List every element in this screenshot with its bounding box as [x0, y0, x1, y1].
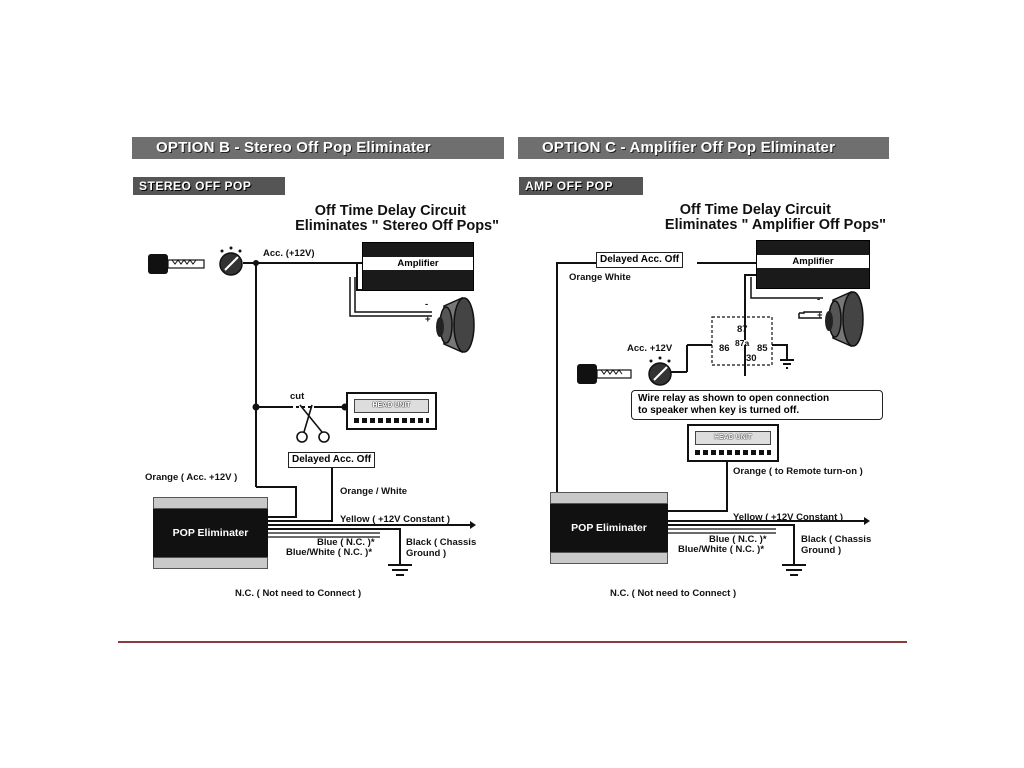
relay-85-label: 85	[757, 343, 768, 354]
relay-note: Wire relay as shown to open connection t…	[631, 390, 883, 420]
amplifier-c: Amplifier	[756, 240, 870, 289]
orange-acc-wire-b	[256, 486, 297, 518]
black-label-c-line1: Black ( Chassis	[801, 534, 872, 545]
yellow-label-c: Yellow ( +12V Constant )	[733, 512, 844, 523]
blue-white-label-c: Blue/White ( N.C. )*	[678, 544, 765, 555]
scissors-icon	[296, 404, 330, 443]
relay-30-label: 30	[746, 353, 757, 364]
relay-87-label: 87	[737, 324, 748, 335]
black-label-b-line1: Black ( Chassis	[406, 537, 477, 548]
relay-note-line1: Wire relay as shown to open connection	[638, 393, 830, 404]
pop-eliminater-top-c	[550, 492, 668, 504]
head-unit-buttons-c	[695, 450, 771, 455]
yellow-label-b: Yellow ( +12V Constant )	[340, 514, 451, 525]
orange-white-label-c: Orange White	[569, 272, 631, 283]
panel-c-title-line2: Eliminates " Amplifier Off Pops"	[664, 217, 886, 233]
panel-b-title-line2: Eliminates " Stereo Off Pops"	[295, 218, 499, 234]
relay-87-wire	[744, 274, 757, 340]
relay-note-line2: to speaker when key is turned off.	[638, 405, 800, 416]
cut-label: cut	[290, 391, 305, 402]
relay-86-label: 86	[719, 343, 730, 354]
orange-remote-wire-c	[668, 450, 728, 512]
orange-acc-label: Orange ( Acc. +12V )	[145, 472, 238, 483]
amplifier-label-b: Amplifier	[363, 257, 473, 270]
acc-label-c: Acc. +12V	[627, 343, 673, 354]
speaker-minus-b: -	[425, 299, 429, 310]
orange-white-wire-b	[268, 468, 333, 522]
orange-remote-label: Orange ( to Remote turn-on )	[733, 466, 863, 477]
bottom-separator	[118, 641, 907, 643]
pop-eliminater-bottom-c	[550, 552, 668, 564]
orange-white-label-b: Orange / White	[340, 486, 408, 497]
pop-eliminater-b: POP Eliminater	[153, 509, 268, 557]
blue-label-c: Blue ( N.C. )*	[709, 534, 767, 545]
head-unit-buttons-b	[354, 418, 429, 423]
acc-label-b: Acc. (+12V)	[263, 248, 315, 259]
amplifier-b: Amplifier	[362, 242, 474, 291]
speaker-plus-b: +	[425, 314, 431, 325]
panel-b-header: OPTION B - Stereo Off Pop Eliminater	[132, 137, 504, 159]
panel-c-header: OPTION C - Amplifier Off Pop Eliminater	[518, 137, 889, 159]
black-wire-b	[268, 528, 401, 565]
black-label-c-line2: Ground )	[801, 545, 842, 556]
black-wire-c	[668, 524, 795, 565]
nc-note-c: N.C. ( Not need to Connect )	[610, 588, 737, 599]
car-key-icon-b	[148, 254, 205, 274]
pop-eliminater-c: POP Eliminater	[550, 504, 668, 552]
panel-b-title-line1: Off Time Delay Circuit	[314, 203, 466, 219]
black-label-b-line2: Ground )	[406, 548, 447, 559]
nc-note-b: N.C. ( Not need to Connect )	[235, 588, 362, 599]
speaker-icon-b	[436, 296, 475, 354]
pop-eliminater-top-b	[153, 497, 268, 509]
blue-label-b: Blue ( N.C. )*	[317, 537, 375, 548]
pop-eliminater-bottom-b	[153, 557, 268, 569]
delayed-acc-label-b: Delayed Acc. Off	[288, 452, 376, 468]
speaker-plus-c: +	[817, 310, 823, 321]
ignition-switch-icon-b	[219, 246, 243, 276]
orange-white-wire-c	[556, 262, 598, 507]
delayed-acc-label-c: Delayed Acc. Off	[596, 252, 684, 268]
speaker-icon-c	[825, 290, 864, 348]
blue-white-label-b: Blue/White ( N.C. )*	[286, 547, 373, 558]
car-key-icon-c	[577, 364, 632, 384]
head-unit-label-b: HEAD UNIT	[354, 399, 429, 413]
amplifier-label-c: Amplifier	[757, 255, 869, 268]
speaker-minus-c: -	[817, 294, 821, 305]
ignition-switch-icon-c	[648, 356, 672, 386]
head-unit-b: HEAD UNIT	[346, 392, 437, 430]
head-unit-label-c: HEAD UNIT	[695, 431, 771, 445]
acc-wire-b	[243, 262, 257, 487]
relay-87a-label: 87a	[735, 338, 750, 348]
head-unit-c: HEAD UNIT	[687, 424, 779, 462]
panel-c-title-line1: Off Time Delay Circuit	[679, 202, 831, 218]
panel-c-tag: AMP OFF POP	[519, 177, 643, 195]
panel-b-tag: STEREO OFF POP	[133, 177, 285, 195]
